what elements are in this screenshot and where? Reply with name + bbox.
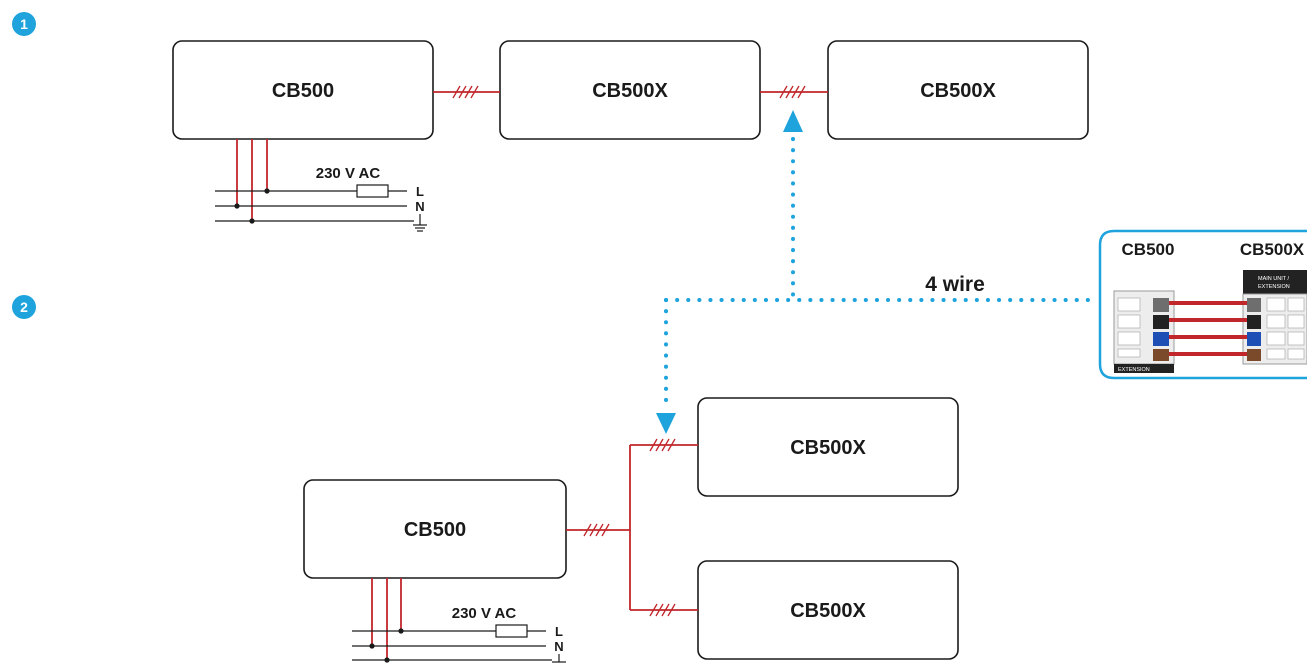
step-2-number: 2 (20, 299, 28, 315)
right-terminal-label-line1: MAIN UNIT / (1258, 276, 1290, 282)
step-2-cb500x-label-b: CB500X (790, 600, 866, 622)
four-wire-connection: 4 wire (656, 110, 1100, 434)
left-terminal-label: EXTENSION (1118, 367, 1150, 373)
right-terminal-block: MAIN UNIT / EXTENSION (1242, 270, 1307, 365)
step-2-neutral-label: N (554, 639, 563, 654)
step-2-cb500x-box-a: CB500X (697, 397, 959, 497)
step-2-cb500-box: CB500 (303, 479, 567, 579)
four-wire-label: 4 wire (925, 273, 985, 296)
step-2-cb500x-label-a: CB500X (790, 437, 866, 459)
step-1-cb500x-box-a: CB500X (499, 40, 761, 140)
step-1-cb500x-label-a: CB500X (592, 80, 668, 102)
arrow-down-icon (656, 413, 676, 434)
left-terminal-block: EXTENSION (1113, 290, 1175, 373)
detail-right-unit-label: CB500X (1240, 240, 1305, 259)
step-1-cb500x-box-b: CB500X (827, 40, 1089, 140)
step-2-line-label: L (555, 624, 563, 639)
step-2-bus-branch (566, 438, 698, 617)
step-2-voltage-label: 230 V AC (452, 605, 517, 622)
step-1-power-supply: 230 V AC L N (215, 139, 427, 232)
terminal-detail-panel: CB500 CB500X EXTENSION MAIN UNIT / EXTEN… (1098, 229, 1307, 380)
step-1-cb500-label: CB500 (272, 80, 334, 102)
terminal-wires (1169, 301, 1247, 356)
step-1-ground-icon (413, 214, 427, 232)
detail-left-unit-label: CB500 (1122, 240, 1175, 259)
step-1-voltage-label: 230 V AC (316, 165, 381, 182)
step-2-power-supply: 230 V AC L N (352, 578, 566, 663)
step-1-fuse-icon (356, 184, 389, 198)
step-2-cb500x-box-b: CB500X (697, 560, 959, 660)
step-1-bus-link-b (760, 85, 828, 99)
step-2-ground-icon (552, 654, 566, 663)
step-2-fuse-icon (495, 624, 528, 638)
step-1-badge: 1 (12, 12, 36, 36)
step-1-cb500x-label-b: CB500X (920, 80, 996, 102)
right-terminal-label-line2: EXTENSION (1258, 284, 1290, 290)
step-1-number: 1 (20, 16, 28, 32)
step-1-neutral-label: N (415, 199, 424, 214)
step-2-badge: 2 (12, 295, 36, 319)
step-1-line-label: L (416, 184, 424, 199)
step-1-cb500-box: CB500 (172, 40, 434, 140)
step-1-bus-link-a (433, 85, 500, 99)
arrow-up-icon (783, 110, 803, 132)
step-2-cb500-label: CB500 (404, 519, 466, 541)
